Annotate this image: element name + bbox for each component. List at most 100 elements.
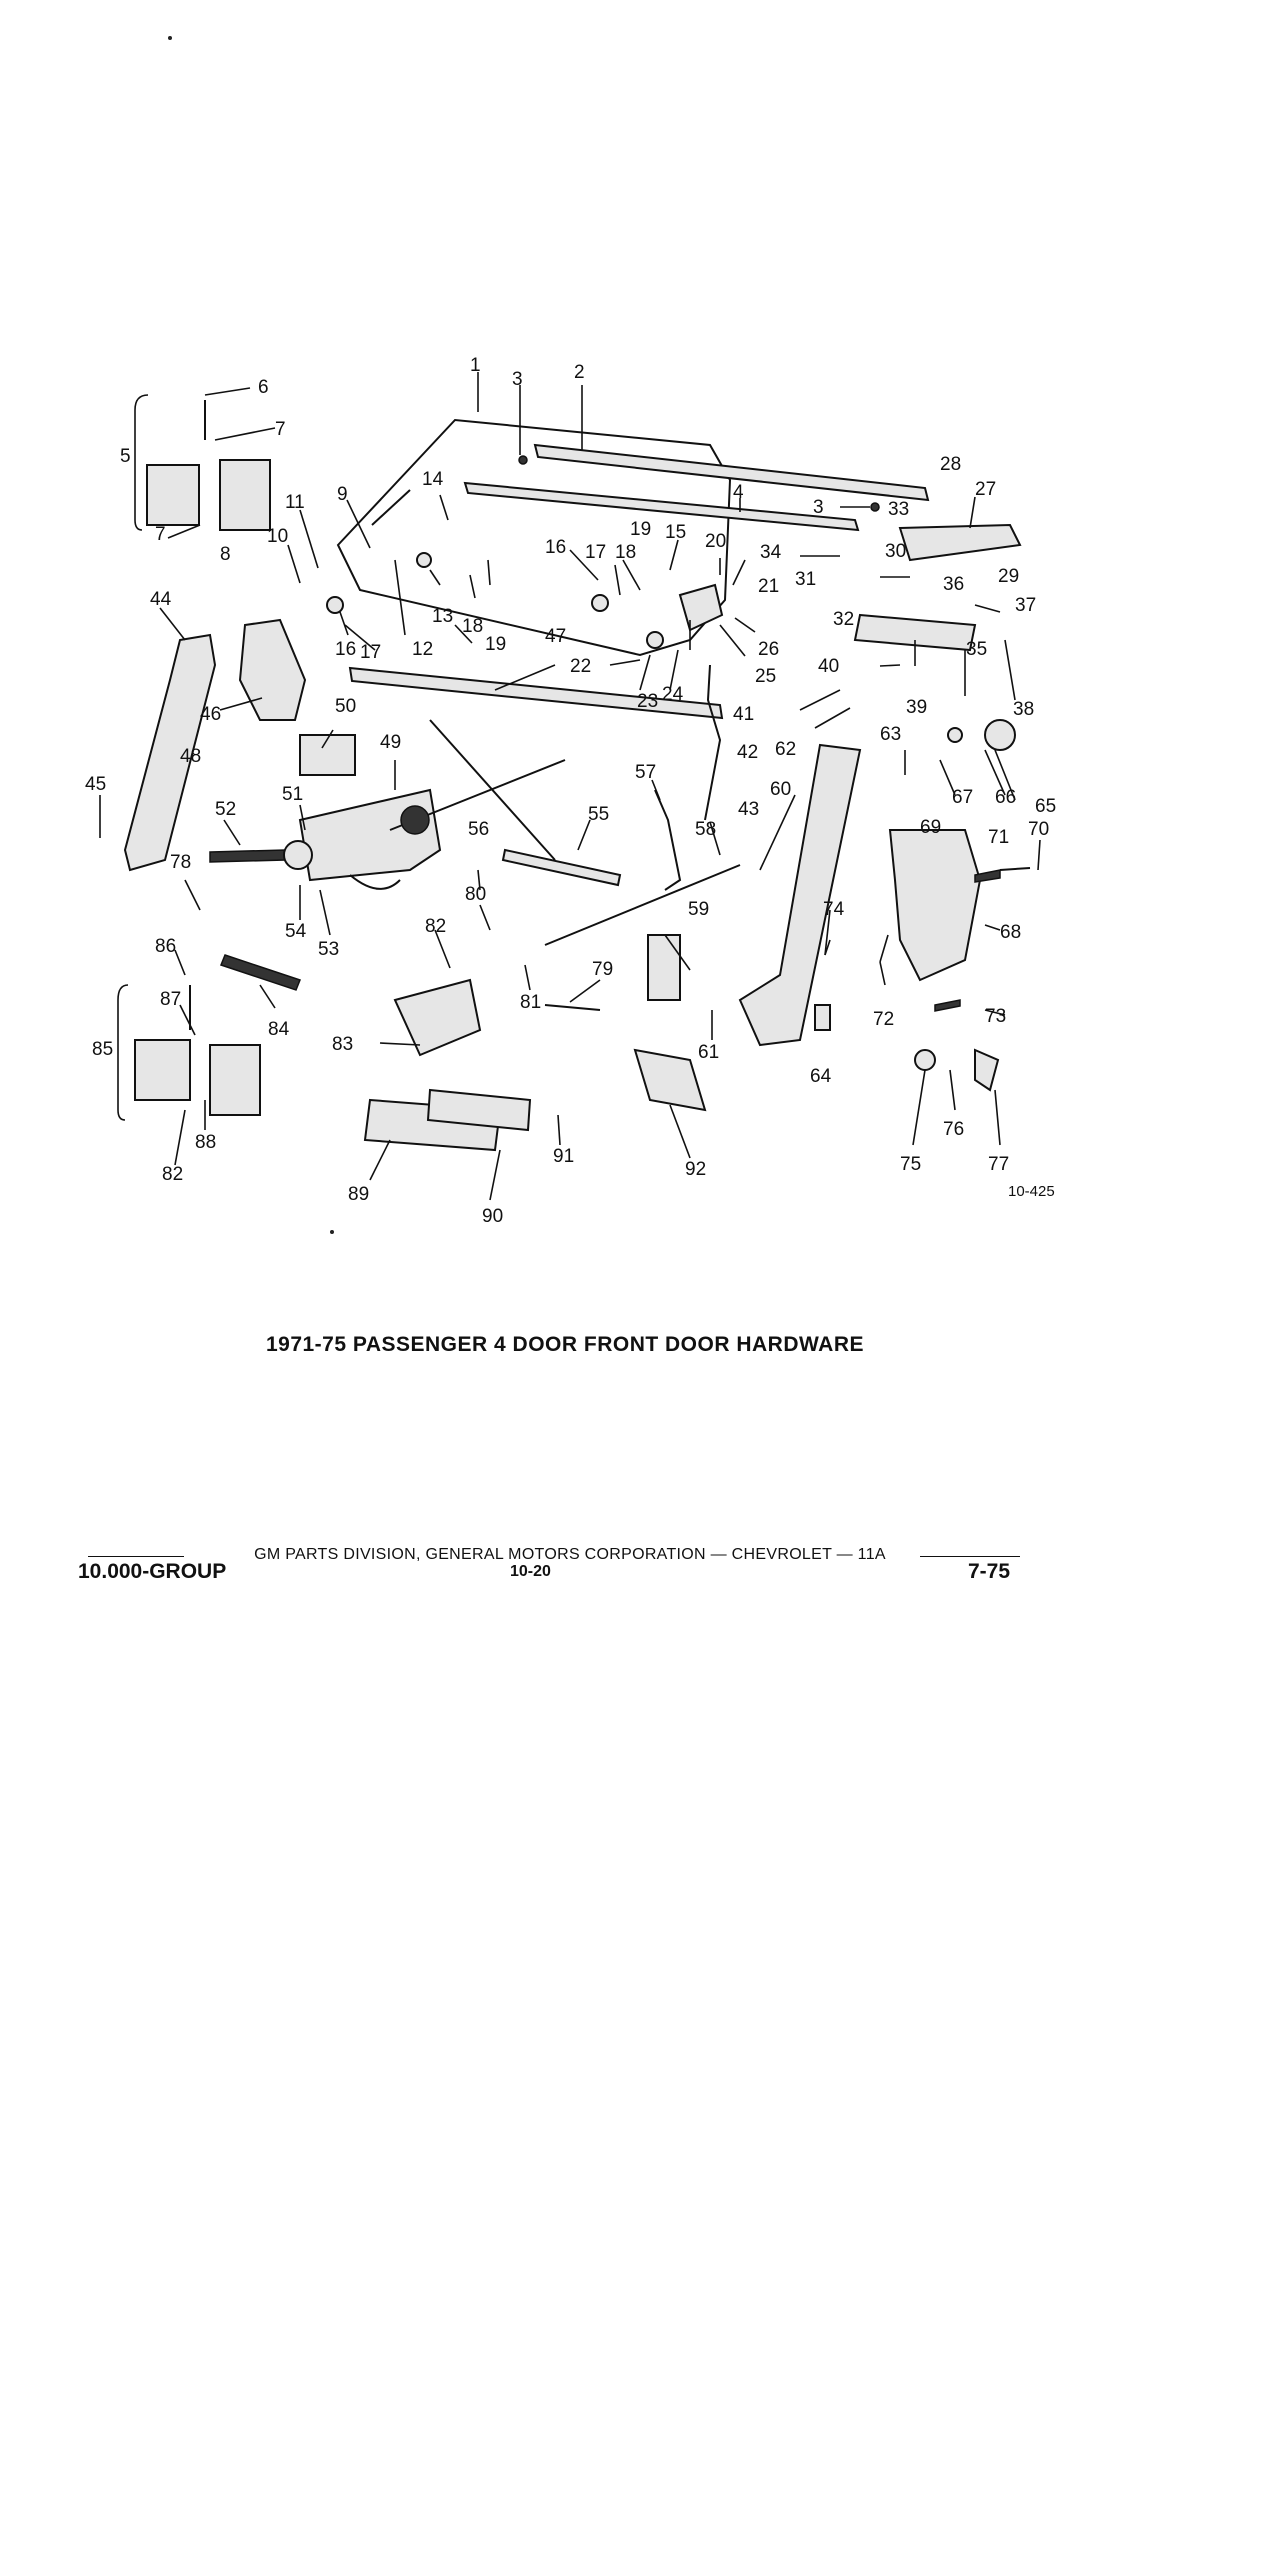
callout-54: 54	[285, 921, 307, 942]
regulator-motor-part	[299, 734, 356, 776]
callout-86: 86	[155, 936, 176, 957]
bracket-85	[117, 984, 129, 1121]
page-title: 1971-75 PASSENGER 4 DOOR FRONT DOOR HARD…	[265, 1333, 865, 1356]
callout-12: 12	[412, 639, 433, 660]
clip-3-part	[518, 455, 528, 465]
spring-part	[220, 954, 301, 991]
outside-handle-part	[898, 523, 1022, 562]
callout-1: 1	[470, 355, 481, 376]
callout-23: 23	[637, 691, 658, 712]
callout-92: 92	[685, 1159, 706, 1180]
callout-7: 7	[275, 419, 286, 440]
group-label: 10.000-GROUP	[78, 1560, 227, 1583]
callout-56: 56	[468, 819, 489, 840]
callout-64: 64	[810, 1066, 832, 1087]
callout-19b: 19	[485, 634, 506, 655]
callout-22: 22	[570, 656, 591, 677]
callout-5: 5	[120, 446, 131, 467]
plate-77-part	[974, 1048, 1000, 1092]
roller-13-part	[416, 552, 432, 568]
callout-11: 11	[285, 492, 305, 513]
callout-3b: 3	[813, 497, 824, 518]
callout-84: 84	[268, 1019, 290, 1040]
callout-19: 19	[630, 519, 651, 540]
callout-89: 89	[348, 1184, 369, 1205]
callout-68: 68	[1000, 922, 1021, 943]
footer-rule-right	[920, 1556, 1020, 1557]
callout-57: 57	[635, 762, 656, 783]
callout-47: 47	[545, 626, 566, 647]
callout-14: 14	[422, 469, 444, 490]
crank-bearing-part	[283, 840, 313, 870]
bolt-75-part	[914, 1049, 936, 1071]
callout-82b: 82	[162, 1164, 183, 1185]
callout-29: 29	[998, 566, 1019, 587]
callout-58: 58	[695, 819, 716, 840]
page-number: 10-20	[510, 1563, 551, 1580]
revision-date: 7-75	[968, 1560, 1011, 1583]
callout-18b: 18	[462, 616, 483, 637]
roller-16-part	[326, 596, 344, 614]
bracket-part	[633, 1048, 707, 1112]
callout-49: 49	[380, 732, 401, 753]
lower-hinge-part-b	[209, 1044, 261, 1116]
callout-20: 20	[705, 531, 726, 552]
exploded-parts-diagram: 1 2 3 3 4 5 6 7 7 8 9 10 11 12 13 14 15 …	[85, 355, 1056, 1227]
callout-87: 87	[160, 989, 181, 1010]
armrest-pad-part	[426, 1088, 532, 1132]
upper-hinge-part-b	[219, 459, 271, 531]
callout-52: 52	[215, 799, 236, 820]
callout-36: 36	[943, 574, 964, 595]
callout-3: 3	[512, 369, 523, 390]
callout-48: 48	[180, 746, 201, 767]
callout-81: 81	[520, 992, 541, 1013]
callout-51: 51	[282, 784, 303, 805]
glass-channel-part	[533, 443, 930, 502]
callout-88: 88	[195, 1132, 216, 1153]
callout-71: 71	[988, 827, 1009, 848]
door-check-arm-part	[123, 633, 217, 872]
callout-66: 66	[995, 787, 1016, 808]
callout-85: 85	[92, 1039, 113, 1060]
lock-rod-part	[654, 789, 682, 891]
callout-21: 21	[758, 576, 779, 597]
callout-4: 4	[733, 482, 744, 503]
callout-70: 70	[1028, 819, 1049, 840]
door-cylinder-part	[647, 934, 681, 1001]
scan-speck	[330, 1230, 334, 1234]
callout-34: 34	[760, 542, 782, 563]
scan-speck	[168, 36, 172, 40]
callout-44: 44	[150, 589, 172, 610]
sash-channel-part	[348, 666, 724, 720]
callout-60: 60	[770, 779, 791, 800]
callout-91: 91	[553, 1146, 574, 1167]
pin-70-part	[999, 867, 1031, 871]
door-glass-part	[336, 418, 732, 657]
figure-number: 10-425	[1008, 1183, 1055, 1200]
callout-8: 8	[220, 544, 231, 565]
callout-76: 76	[943, 1119, 964, 1140]
callout-43: 43	[738, 799, 759, 820]
callout-62: 62	[775, 739, 796, 760]
window-regulator-part	[298, 788, 442, 882]
crank-spring-part	[209, 849, 286, 863]
callout-55: 55	[588, 804, 609, 825]
pad-64-part	[814, 1004, 831, 1031]
regulator-sector-part	[349, 874, 401, 890]
callout-40: 40	[818, 656, 839, 677]
rear-channel-part	[738, 743, 862, 1047]
callout-59: 59	[688, 899, 709, 920]
callout-73: 73	[985, 1006, 1006, 1027]
callout-38: 38	[1013, 699, 1034, 720]
callout-50: 50	[335, 696, 356, 717]
lower-hinge-part	[134, 1039, 191, 1101]
callout-65: 65	[1035, 796, 1056, 817]
callout-74: 74	[823, 899, 845, 920]
publisher-line: GM PARTS DIVISION, GENERAL MOTORS CORPOR…	[254, 1546, 886, 1563]
callout-45: 45	[85, 774, 106, 795]
callout-37: 37	[1015, 595, 1036, 616]
footer-rule-left	[88, 1556, 184, 1557]
reinforcement-plate-part	[238, 618, 307, 721]
callout-17b: 17	[360, 642, 381, 663]
washer-66-part	[947, 727, 963, 743]
